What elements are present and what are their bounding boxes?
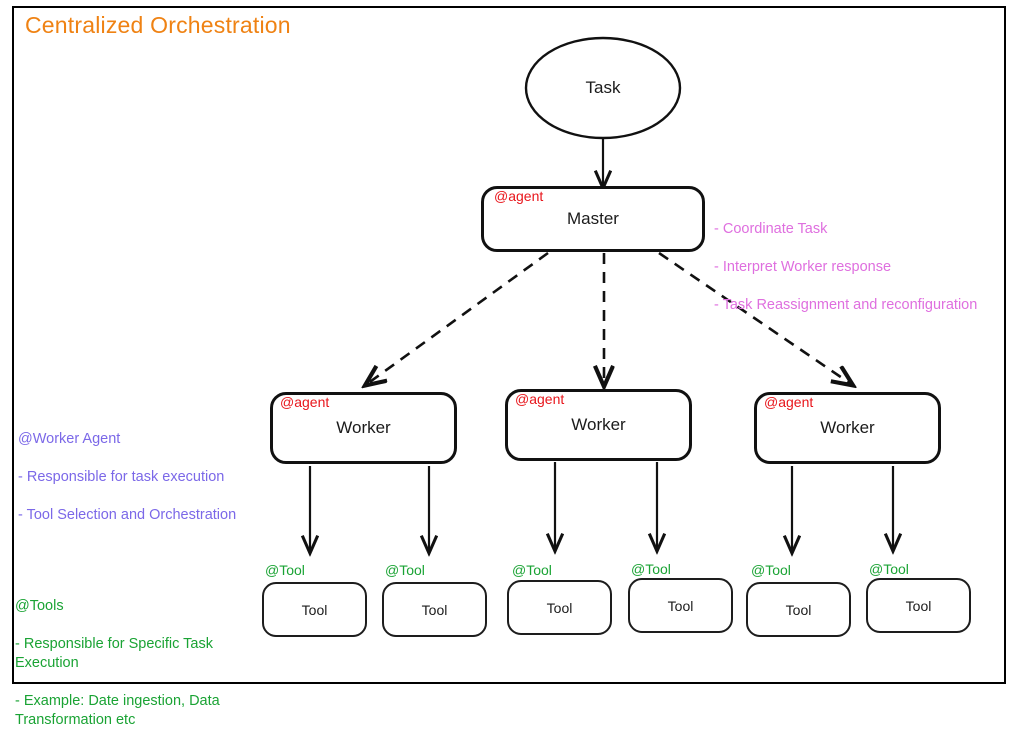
worker-2-label: Worker: [571, 415, 626, 434]
tool-node-6[interactable]: Tool: [866, 578, 971, 633]
worker-1-agent-tag: @agent: [280, 394, 330, 410]
master-notes: - Coordinate Task - Interpret Worker res…: [714, 201, 977, 334]
worker-2-agent-tag: @agent: [515, 391, 565, 407]
tool-6-tag: @Tool: [869, 561, 909, 577]
tool-3-label: Tool: [546, 599, 573, 616]
tools-notes-head: @Tools: [15, 598, 64, 614]
master-note-line-2: - Interpret Worker response: [714, 259, 892, 275]
worker-node-1[interactable]: Worker: [270, 392, 457, 464]
tool-1-tag: @Tool: [265, 562, 305, 578]
worker-3-agent-tag: @agent: [764, 394, 814, 410]
master-agent-tag: @agent: [494, 188, 544, 204]
tool-node-3[interactable]: Tool: [507, 580, 612, 635]
tool-node-1[interactable]: Tool: [262, 582, 367, 637]
master-label: Master: [567, 209, 619, 228]
task-label: Task: [585, 78, 621, 97]
worker-notes-line-1: - Responsible for task execution: [18, 469, 225, 485]
master-note-line-1: - Coordinate Task: [714, 221, 828, 237]
worker-node-3[interactable]: Worker: [754, 392, 941, 464]
page-title: Centralized Orchestration: [25, 12, 291, 38]
tool-node-4[interactable]: Tool: [628, 578, 733, 633]
task-node[interactable]: Task: [526, 38, 680, 138]
tool-1-label: Tool: [301, 601, 328, 618]
tools-notes: @Tools - Responsible for Specific Task E…: [15, 578, 245, 749]
tool-3-tag: @Tool: [512, 562, 552, 578]
worker-agent-notes: @Worker Agent - Responsible for task exe…: [18, 411, 236, 544]
tool-5-label: Tool: [785, 601, 812, 618]
tool-5-tag: @Tool: [751, 562, 791, 578]
worker-node-2[interactable]: Worker: [505, 389, 692, 461]
tool-node-5[interactable]: Tool: [746, 582, 851, 637]
tool-2-label: Tool: [421, 601, 448, 618]
tool-4-label: Tool: [667, 597, 694, 614]
master-node[interactable]: Master: [481, 186, 705, 252]
worker-notes-line-2: - Tool Selection and Orchestration: [18, 507, 237, 523]
worker-1-label: Worker: [336, 418, 391, 437]
tool-4-tag: @Tool: [631, 561, 671, 577]
worker-3-label: Worker: [820, 418, 875, 437]
tool-2-tag: @Tool: [385, 562, 425, 578]
tool-6-label: Tool: [905, 597, 932, 614]
worker-notes-head: @Worker Agent: [18, 431, 121, 447]
master-note-line-3: - Task Reassignment and reconfiguration: [714, 297, 978, 313]
tools-notes-line-2: - Example: Date ingestion, Data Transfor…: [15, 693, 220, 728]
tools-notes-line-1: - Responsible for Specific Task Executio…: [15, 636, 213, 671]
diagram-frame: [12, 6, 1006, 684]
diagram-canvas: Centralized Orchestration: [12, 6, 1006, 728]
tool-node-2[interactable]: Tool: [382, 582, 487, 637]
